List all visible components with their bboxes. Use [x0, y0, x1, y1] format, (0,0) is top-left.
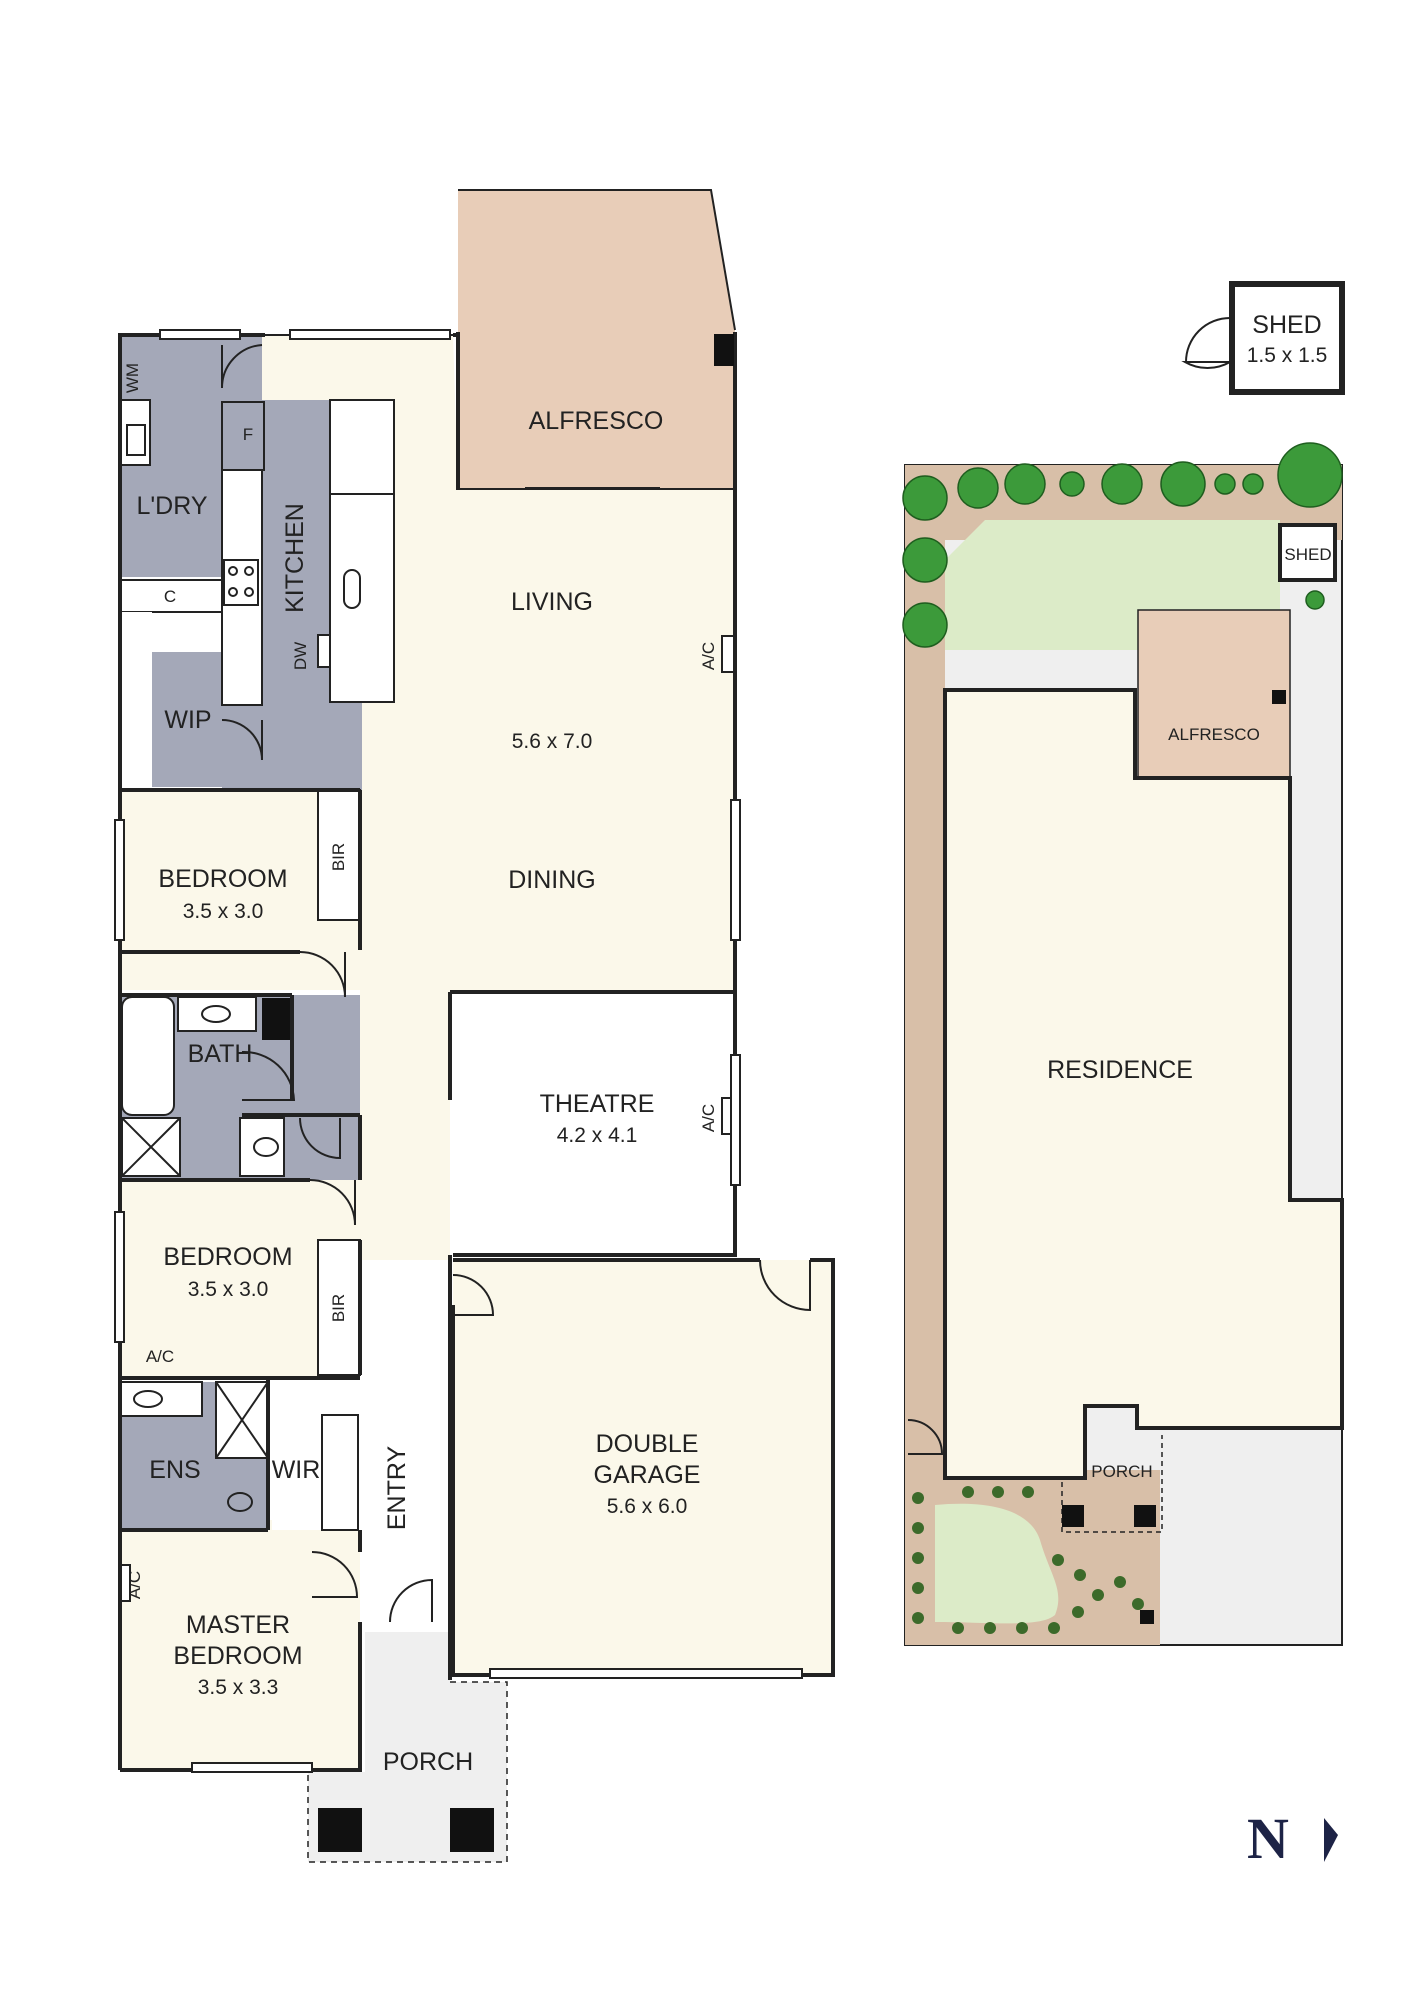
robe3-label: BIR — [329, 1294, 348, 1322]
alfresco-bbq-block — [714, 334, 734, 366]
dining-label: DINING — [508, 866, 596, 894]
garden-shrubs — [912, 1486, 1144, 1634]
cooktop-icon — [223, 559, 259, 606]
pantry-label: WIP — [164, 706, 211, 734]
entry-label: ENTRY — [383, 1446, 411, 1531]
site-plan: SHED ALFRESCO RESIDENCE PORCH — [902, 442, 1344, 1646]
cupboard-label: C — [164, 587, 176, 606]
shed-dims: 1.5 x 1.5 — [1247, 344, 1328, 367]
house-walls — [114, 329, 741, 1773]
garage-label-line2: GARAGE — [594, 1461, 701, 1489]
sink-icon — [343, 569, 361, 609]
bath-label: BATH — [188, 1040, 253, 1068]
bedroom3-dims: 3.5 x 3.0 — [188, 1278, 269, 1301]
double-garage: DOUBLE GARAGE 5.6 x 6.0 — [451, 1258, 835, 1679]
north-arrow-icon — [1324, 1818, 1338, 1862]
washing-machine-label: WM — [123, 363, 142, 393]
kitchen-island — [329, 399, 395, 703]
toilet-icon — [227, 1492, 253, 1512]
kitchen-label: KITCHEN — [281, 503, 309, 613]
living-dims: 5.6 x 7.0 — [512, 730, 593, 753]
master-label-line1: MASTER — [186, 1611, 290, 1639]
kitchen-laundry: WM L'DRY F KITCHEN DW C WIP — [119, 344, 395, 787]
shed-label: SHED — [1252, 311, 1321, 339]
bedroom3-label: BEDROOM — [163, 1243, 292, 1271]
porch-area: PORCH — [307, 1632, 508, 1863]
master-label-line2: BEDROOM — [173, 1642, 302, 1670]
bedroom2-label: BEDROOM — [158, 865, 287, 893]
bedroom2-dims: 3.5 x 3.0 — [183, 900, 264, 923]
aircon-theatre-label: A/C — [699, 1104, 718, 1132]
garage-label-line1: DOUBLE — [596, 1430, 699, 1458]
walk-in-robe-label: WIR — [272, 1456, 321, 1484]
site-alfresco-label: ALFRESCO — [1168, 725, 1260, 744]
robe2-label: BIR — [329, 843, 348, 871]
north-compass: N — [1247, 1806, 1338, 1871]
theatre-label: THEATRE — [540, 1090, 655, 1118]
toilet-icon — [253, 1137, 279, 1157]
laundry-label: L'DRY — [136, 492, 207, 520]
living-label: LIVING — [511, 588, 593, 616]
alfresco-area: ALFRESCO — [456, 189, 737, 492]
ensuite: ENS WIR — [119, 1381, 360, 1531]
bathtub-icon — [121, 996, 175, 1116]
dishwasher-label: DW — [291, 642, 310, 670]
site-shed-label: SHED — [1284, 545, 1331, 564]
aircon-living-label: A/C — [699, 642, 718, 670]
alfresco-label: ALFRESCO — [529, 407, 664, 435]
site-porch-label: PORCH — [1091, 1462, 1152, 1481]
shed-detail: SHED 1.5 x 1.5 — [1181, 281, 1345, 395]
garage-dims: 5.6 x 6.0 — [607, 1495, 688, 1518]
bathroom: BATH — [121, 996, 341, 1177]
north-letter: N — [1247, 1806, 1289, 1871]
ensuite-label: ENS — [149, 1456, 200, 1484]
aircon-bed3-label: A/C — [146, 1347, 174, 1366]
master-dims: 3.5 x 3.3 — [198, 1676, 279, 1699]
porch-label: PORCH — [383, 1748, 473, 1776]
theatre-dims: 4.2 x 4.1 — [557, 1124, 638, 1147]
trees-row — [902, 442, 1343, 648]
fridge-label: F — [243, 425, 253, 444]
residence-label: RESIDENCE — [1047, 1056, 1193, 1084]
